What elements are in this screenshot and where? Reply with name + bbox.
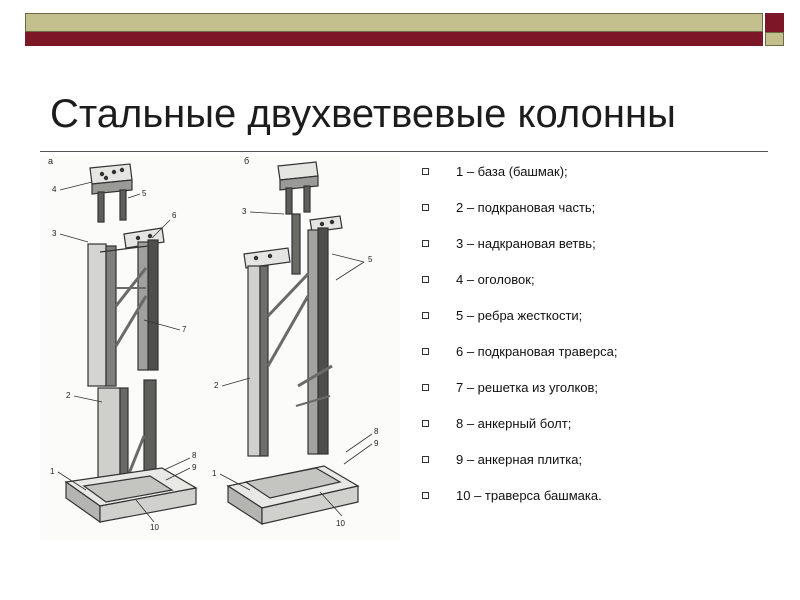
column-a-drawing: а 4 5 3 6 7 2 8 9 1 10 [48,156,198,532]
callout-b-9: 9 [374,439,379,448]
legend-item-text: 10 – траверса башмака. [456,488,602,503]
header-maroon-square [765,13,784,32]
callout-b-2: 2 [214,381,219,390]
legend-item: 4 – оголовок; [420,268,790,304]
header-olive-bar [25,13,763,32]
bullet-icon [422,384,429,391]
bullet-icon [422,276,429,283]
legend-item-text: 2 – подкрановая часть; [456,200,596,215]
panel-a-label: а [48,156,53,166]
slide-title: Стальные двухветвевые колонны [50,92,676,136]
legend-item: 1 – база (башмак); [420,160,790,196]
bullet-icon [422,492,429,499]
callout-b-10: 10 [336,519,345,528]
callout-b-8: 8 [374,427,379,436]
callout-a-5: 5 [142,189,147,198]
callout-b-1: 1 [212,469,217,478]
legend-item-text: 4 – оголовок; [456,272,535,287]
legend-item-text: 3 – надкрановая ветвь; [456,236,596,251]
callout-b-3: 3 [242,207,247,216]
legend-item: 3 – надкрановая ветвь; [420,232,790,268]
legend-item-text: 6 – подкрановая траверса; [456,344,618,359]
callout-a-10: 10 [150,523,159,532]
bullet-icon [422,204,429,211]
legend-item: 6 – подкрановая траверса; [420,340,790,376]
legend-item-text: 1 – база (башмак); [456,164,568,179]
legend-item: 5 – ребра жесткости; [420,304,790,340]
bullet-icon [422,168,429,175]
callout-a-2: 2 [66,391,71,400]
legend-item: 10 – траверса башмака. [420,484,790,520]
bullet-icon [422,240,429,247]
legend-item-text: 5 – ребра жесткости; [456,308,583,323]
callout-a-7: 7 [182,325,187,334]
callout-b-5: 5 [368,255,373,264]
title-divider [40,151,768,152]
legend-item: 8 – анкерный болт; [420,412,790,448]
bullet-icon [422,312,429,319]
legend-item-text: 8 – анкерный болт; [456,416,572,431]
legend-item: 7 – решетка из уголков; [420,376,790,412]
callout-a-1: 1 [50,467,55,476]
callout-a-8: 8 [192,451,197,460]
callout-a-4: 4 [52,185,57,194]
column-b-drawing: б 3 5 2 8 9 1 10 [212,156,379,528]
header-olive-square [765,32,784,46]
legend-list: 1 – база (башмак); 2 – подкрановая часть… [420,160,790,520]
legend-item: 9 – анкерная плитка; [420,448,790,484]
header-maroon-bar [25,32,763,46]
callout-a-3: 3 [52,229,57,238]
callout-a-9: 9 [192,463,197,472]
legend-item-text: 7 – решетка из уголков; [456,380,599,395]
bullet-icon [422,456,429,463]
bullet-icon [422,348,429,355]
legend-item: 2 – подкрановая часть; [420,196,790,232]
legend-item-text: 9 – анкерная плитка; [456,452,583,467]
column-drawings: а 4 5 3 6 7 2 8 9 1 10 [40,156,400,540]
two-branch-columns-illustration: а 4 5 3 6 7 2 8 9 1 10 [48,156,379,532]
callout-a-6: 6 [172,211,177,220]
bullet-icon [422,420,429,427]
panel-b-label: б [244,156,249,166]
